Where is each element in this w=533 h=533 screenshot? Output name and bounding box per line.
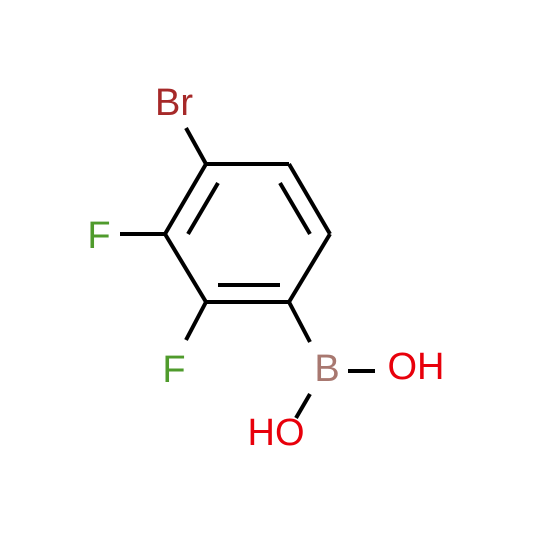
hydroxyl-label-left: HO: [248, 412, 305, 454]
hydroxyl-label-right: OH: [388, 346, 445, 388]
bond-c1-b: [287, 301, 312, 343]
ring-bond-c2-c3: [163, 232, 208, 304]
ring-bond-c6-c1: [287, 232, 332, 304]
ring-inner-bond-c5-c6: [278, 181, 312, 236]
fluorine-label-3: F: [87, 215, 110, 257]
ring-bond-c3-c4: [163, 162, 208, 236]
ring-inner-bond-c3-c4: [186, 181, 220, 236]
bond-b-ho: [294, 392, 312, 420]
boron-label: B: [314, 348, 339, 390]
fluorine-label-2: F: [162, 349, 185, 391]
bond-c4-br: [184, 127, 208, 165]
bond-c2-f: [184, 301, 208, 341]
bromine-label: Br: [155, 82, 193, 124]
ring-bond-c5-c6: [287, 162, 332, 236]
